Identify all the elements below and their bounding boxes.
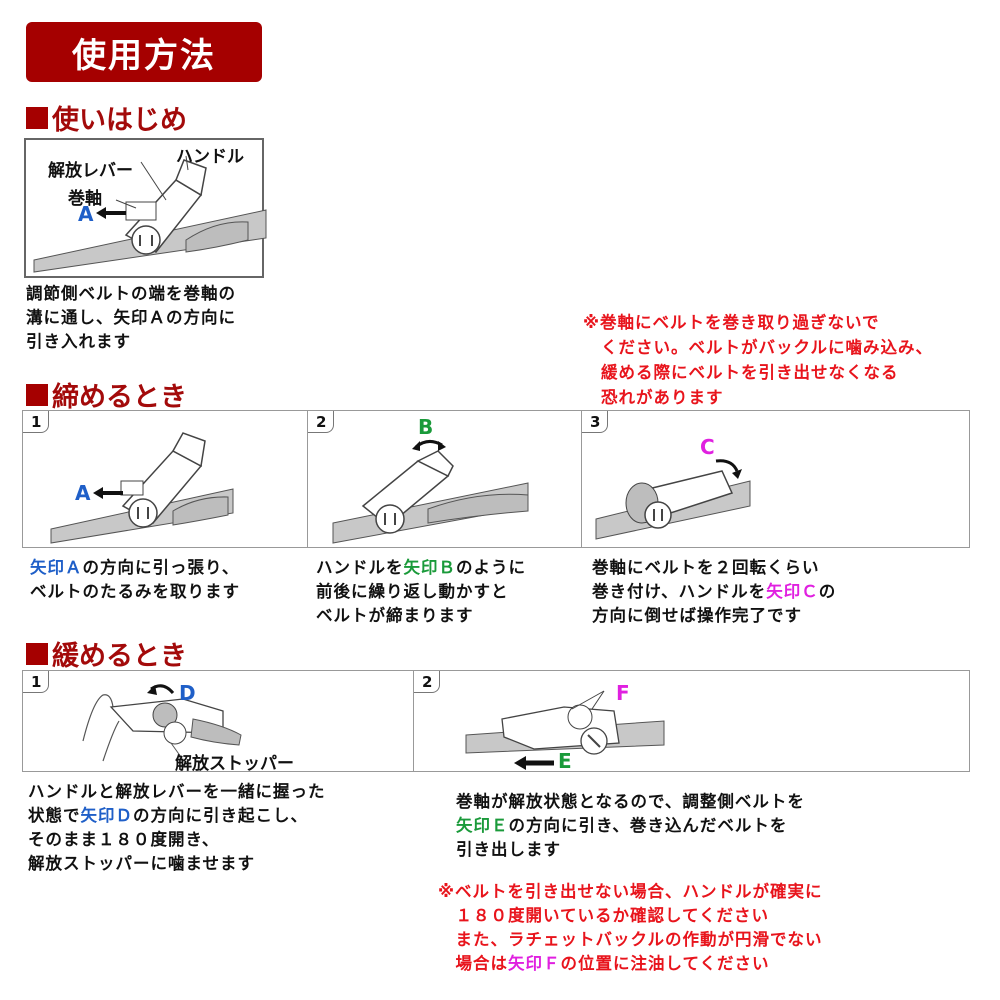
desc-line: 調節側ベルトの端を巻軸の <box>26 284 236 303</box>
desc-text: 前後に繰り返し動かすと <box>316 582 509 601</box>
warning-line: １８０度開いているか確認してください <box>438 906 770 925</box>
heading-text: 締めるとき <box>52 382 187 413</box>
square-bullet-icon <box>26 383 48 406</box>
arrow-b-label: B <box>418 415 434 439</box>
tighten-panels: 1 A 2 B <box>22 410 970 548</box>
warning-line: ください。ベルトがバックルに噛み込み、 <box>601 338 934 357</box>
ratchet-buckle-illustration-icon <box>33 155 267 273</box>
ratchet-buckle-illustration-icon <box>595 459 751 540</box>
loosen-step-1: 1 D 解放ストッパー <box>23 671 414 774</box>
desc-text: の <box>818 582 837 601</box>
desc-text: のように <box>456 558 526 577</box>
label-release-stopper: 解放ストッパー <box>175 754 294 774</box>
warning-text: の位置に注油してください <box>560 954 770 973</box>
hand-gripping-buckle-illustration-icon <box>82 684 242 762</box>
figure-start: ハンドル 解放レバー 巻軸 A <box>24 138 267 278</box>
desc-line: 溝に通し、矢印Ａの方向に <box>26 308 236 327</box>
desc-text: ベルトが締まります <box>316 606 474 625</box>
desc-text: 巻軸にベルトを２回転くらい <box>592 558 820 577</box>
square-bullet-icon <box>26 106 48 129</box>
label-release-lever: 解放レバー <box>48 161 133 181</box>
loosen-step-2: 2 F E <box>414 671 969 773</box>
section-heading-start: 使いはじめ <box>26 98 187 137</box>
warning-line: また、ラチェットバックルの作動が円滑でない <box>438 930 823 949</box>
step-number: 1 <box>23 411 49 433</box>
label-reel: 巻軸 <box>68 189 102 209</box>
tighten-step-1-description: 矢印Ａの方向に引っ張り、 ベルトのたるみを取ります <box>30 556 240 604</box>
desc-text: 方向に倒せば操作完了です <box>592 606 802 625</box>
highlight-arrow-e: 矢印Ｅ <box>456 816 509 835</box>
section-heading-loosen: 緩めるとき <box>26 634 187 673</box>
arrow-a-label: A <box>75 481 91 505</box>
arrow-c-label: C <box>700 435 715 459</box>
desc-text: そのまま１８０度開き、 <box>28 830 220 849</box>
arrow-d-label: D <box>179 681 196 705</box>
label-handle: ハンドル <box>176 147 244 167</box>
square-bullet-icon <box>26 642 48 665</box>
step-number: 3 <box>582 411 608 433</box>
step-number: 2 <box>308 411 334 433</box>
desc-text: の方向に引き、巻き込んだベルトを <box>508 816 788 835</box>
desc-text: ハンドルと解放レバーを一緒に握った <box>28 782 326 801</box>
ratchet-buckle-illustration-icon <box>465 690 665 770</box>
desc-line: 引き入れます <box>26 332 131 351</box>
heading-text: 使いはじめ <box>52 105 187 136</box>
highlight-arrow-c: 矢印Ｃ <box>766 582 819 601</box>
start-description: 調節側ベルトの端を巻軸の 溝に通し、矢印Ａの方向に 引き入れます <box>26 282 236 354</box>
loosen-step-1-description: ハンドルと解放レバーを一緒に握った 状態で矢印Ｄの方向に引き起こし、 そのまま１… <box>28 780 326 876</box>
loosen-step-2-description: 巻軸が解放状態となるので、調整側ベルトを 矢印Ｅの方向に引き、巻き込んだベルトを… <box>456 790 805 862</box>
page-title: 使用方法 <box>26 22 262 82</box>
desc-text: 状態で <box>28 806 81 825</box>
loosen-panels: 1 D 解放ストッパー 2 F E <box>22 670 970 774</box>
warning-line: ※巻軸にベルトを巻き取り過ぎないで <box>583 313 880 332</box>
tighten-step-2-description: ハンドルを矢印Ｂのように 前後に繰り返し動かすと ベルトが締まります <box>316 556 526 628</box>
arrow-f-label: F <box>616 681 630 705</box>
highlight-arrow-f: 矢印Ｆ <box>508 954 561 973</box>
desc-text: 解放ストッパーに噛ませます <box>28 854 256 873</box>
highlight-arrow-b: 矢印Ｂ <box>403 558 456 577</box>
desc-text: 巻き付け、ハンドルを <box>592 582 767 601</box>
desc-text: ハンドルを <box>316 558 404 577</box>
ratchet-buckle-illustration-icon <box>332 440 529 544</box>
arrow-a-label: A <box>78 202 94 226</box>
warning-cannot-pull-belt: ※ベルトを引き出せない場合、ハンドルが確実に １８０度開いているか確認してくださ… <box>438 880 823 976</box>
ratchet-buckle-illustration-icon <box>50 432 234 544</box>
tighten-step-3-description: 巻軸にベルトを２回転くらい 巻き付け、ハンドルを矢印Ｃの 方向に倒せば操作完了で… <box>592 556 836 628</box>
highlight-arrow-a: 矢印Ａ <box>30 558 83 577</box>
warning-line: 恐れがあります <box>601 388 724 407</box>
warning-overwind: ※巻軸にベルトを巻き取り過ぎないで ください。ベルトがバックルに噛み込み、 緩め… <box>583 310 933 410</box>
tighten-step-3: 3 C <box>582 411 969 547</box>
tighten-step-1: 1 A <box>23 411 308 547</box>
arrow-e-label: E <box>558 749 572 773</box>
step-number: 2 <box>414 671 440 693</box>
heading-text: 緩めるとき <box>52 641 187 672</box>
desc-text: の方向に引っ張り、 <box>82 558 240 577</box>
desc-text: の方向に引き起こし、 <box>133 806 308 825</box>
highlight-arrow-d: 矢印Ｄ <box>80 806 133 825</box>
warning-line: ※ベルトを引き出せない場合、ハンドルが確実に <box>438 882 823 901</box>
warning-text: 場合は <box>438 954 508 973</box>
desc-text: ベルトのたるみを取ります <box>30 582 240 601</box>
desc-text: 巻軸が解放状態となるので、調整側ベルトを <box>456 792 805 811</box>
tighten-step-2: 2 B <box>308 411 582 547</box>
step-number: 1 <box>23 671 49 693</box>
desc-text: 引き出します <box>456 840 561 859</box>
warning-line: 緩める際にベルトを引き出せなくなる <box>601 363 899 382</box>
section-heading-tighten: 締めるとき <box>26 375 187 414</box>
